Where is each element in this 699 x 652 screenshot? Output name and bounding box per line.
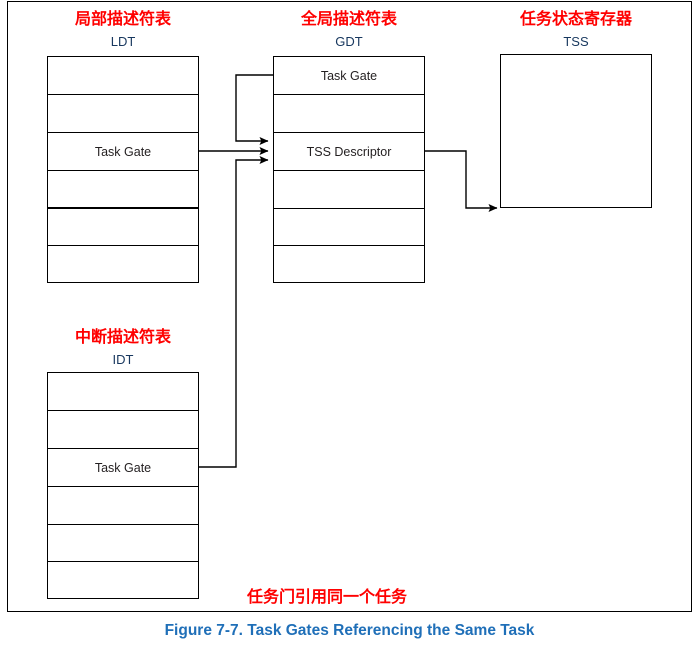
ldt-row[interactable]	[48, 57, 198, 95]
ldt-row[interactable]	[48, 209, 198, 246]
gdt-row-task-gate[interactable]: Task Gate	[274, 57, 424, 95]
ldt-english-title: LDT	[110, 34, 136, 49]
gdt-english-title: GDT	[335, 34, 363, 49]
gdt-table: Task Gate TSS Descriptor	[273, 56, 425, 283]
tss-chinese-title: 任务状态寄存器	[519, 9, 632, 28]
bottom-annotation: 任务门引用同一个任务	[247, 587, 408, 606]
idt-row[interactable]	[48, 525, 198, 562]
ldt-table: Task Gate	[47, 56, 199, 283]
gdt-chinese-title: 全局描述符表	[300, 9, 397, 28]
idt-row-task-gate[interactable]: Task Gate	[48, 449, 198, 487]
ldt-chinese-title: 局部描述符表	[74, 9, 171, 28]
idt-chinese-title: 中断描述符表	[74, 327, 171, 346]
figure-caption: Figure 7-7. Task Gates Referencing the S…	[164, 622, 535, 639]
gdt-row[interactable]	[274, 95, 424, 133]
diagram-frame	[7, 1, 692, 612]
idt-row[interactable]	[48, 487, 198, 525]
idt-row[interactable]	[48, 373, 198, 411]
gdt-row[interactable]	[274, 246, 424, 282]
idt-table: Task Gate	[47, 372, 199, 599]
idt-english-title: IDT	[112, 352, 134, 367]
idt-row[interactable]	[48, 411, 198, 449]
ldt-row-task-gate[interactable]: Task Gate	[48, 133, 198, 171]
ldt-row[interactable]	[48, 171, 198, 209]
gdt-row[interactable]	[274, 171, 424, 209]
ldt-row[interactable]	[48, 246, 198, 282]
ldt-row[interactable]	[48, 95, 198, 133]
tss-box[interactable]	[500, 54, 652, 208]
idt-row[interactable]	[48, 562, 198, 598]
tss-english-title: TSS	[563, 34, 589, 49]
gdt-row-tss-descriptor[interactable]: TSS Descriptor	[274, 133, 424, 171]
gdt-row[interactable]	[274, 209, 424, 246]
